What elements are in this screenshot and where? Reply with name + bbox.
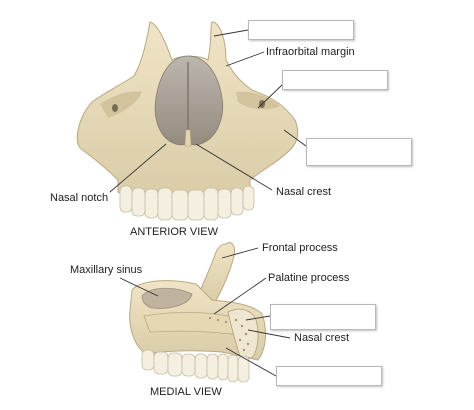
- leader-lines: [109, 29, 307, 377]
- upper-teeth-anterior: [119, 185, 255, 221]
- blank-label-box-2[interactable]: [282, 70, 388, 90]
- leader-line-blank-1: [213, 29, 249, 37]
- label-medial-view: MEDIAL VIEW: [150, 386, 222, 398]
- infraorbital-foramen: [112, 104, 118, 112]
- leader-line-nasal-crest-anterior: [195, 143, 273, 191]
- leader-line-palatine-process: [213, 277, 267, 315]
- leader-line-blank-3: [283, 129, 307, 147]
- label-anterior-view: ANTERIOR VIEW: [130, 226, 219, 238]
- medial-view-maxilla: [129, 242, 266, 383]
- leader-line-maxillary-sinus: [119, 277, 159, 297]
- leader-line-blank-5: [225, 347, 277, 377]
- label-maxillary-sinus: Maxillary sinus: [70, 264, 143, 276]
- leader-line-blank-4: [245, 315, 271, 321]
- spongy-bone-dots: [208, 316, 250, 352]
- label-infraorbital-margin: Infraorbital margin: [266, 46, 355, 58]
- label-palatine-process: Palatine process: [268, 272, 350, 284]
- blank-label-box-4[interactable]: [270, 304, 376, 330]
- cut-section: [227, 308, 259, 359]
- leader-line-infraorbital: [225, 51, 265, 67]
- anterior-view-maxilla: [76, 21, 299, 221]
- leader-line-nasal-crest-medial: [247, 329, 291, 339]
- orbital-floor-shading: [236, 91, 280, 110]
- blank-label-box-3[interactable]: [306, 138, 412, 166]
- leader-line-nasal-notch: [109, 143, 167, 193]
- upper-teeth-medial: [141, 349, 250, 383]
- orbital-floor-shading: [100, 91, 142, 118]
- label-nasal-notch: Nasal notch: [50, 192, 109, 204]
- blank-label-box-5[interactable]: [276, 366, 382, 386]
- leader-line-blank-2: [257, 84, 283, 109]
- maxillary-sinus-opening: [141, 287, 193, 309]
- nasal-crest-ridge: [184, 129, 192, 147]
- blank-label-box-1[interactable]: [248, 20, 354, 40]
- label-nasal-crest-medial: Nasal crest: [294, 332, 350, 344]
- leader-line-frontal-process: [221, 247, 259, 259]
- label-frontal-process: Frontal process: [262, 242, 338, 254]
- label-nasal-crest-anterior: Nasal crest: [276, 186, 332, 198]
